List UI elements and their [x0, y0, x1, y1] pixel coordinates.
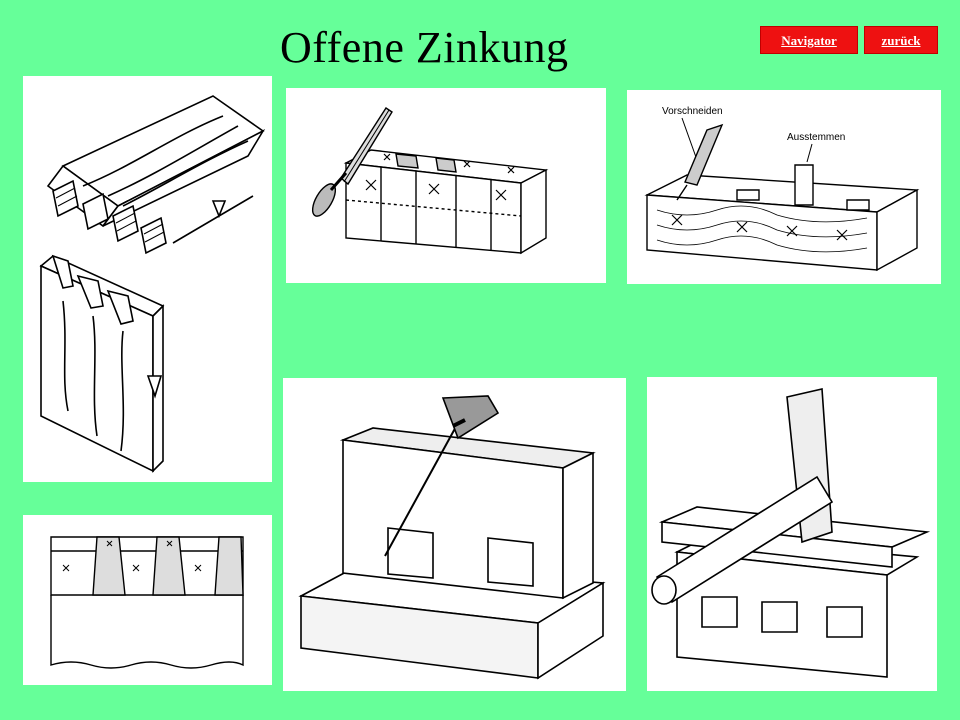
label-vorschneiden: Vorschneiden [662, 106, 723, 117]
hammer-assembly-drawing [647, 377, 937, 691]
navigator-button[interactable]: Navigator [760, 26, 858, 54]
back-button[interactable]: zurück [864, 26, 938, 54]
sawing-along-marks-drawing [286, 88, 606, 283]
pre-cutting-and-chiseling-drawing: Vorschneiden Ausstemmen [627, 90, 941, 284]
page-title: Offene Zinkung [280, 23, 569, 72]
label-ausstemmen: Ausstemmen [787, 132, 845, 143]
coping-saw-cutting-drawing [283, 378, 626, 691]
pin-board-and-tail-board-drawing [23, 76, 272, 482]
marked-tails-drawing [23, 515, 272, 685]
